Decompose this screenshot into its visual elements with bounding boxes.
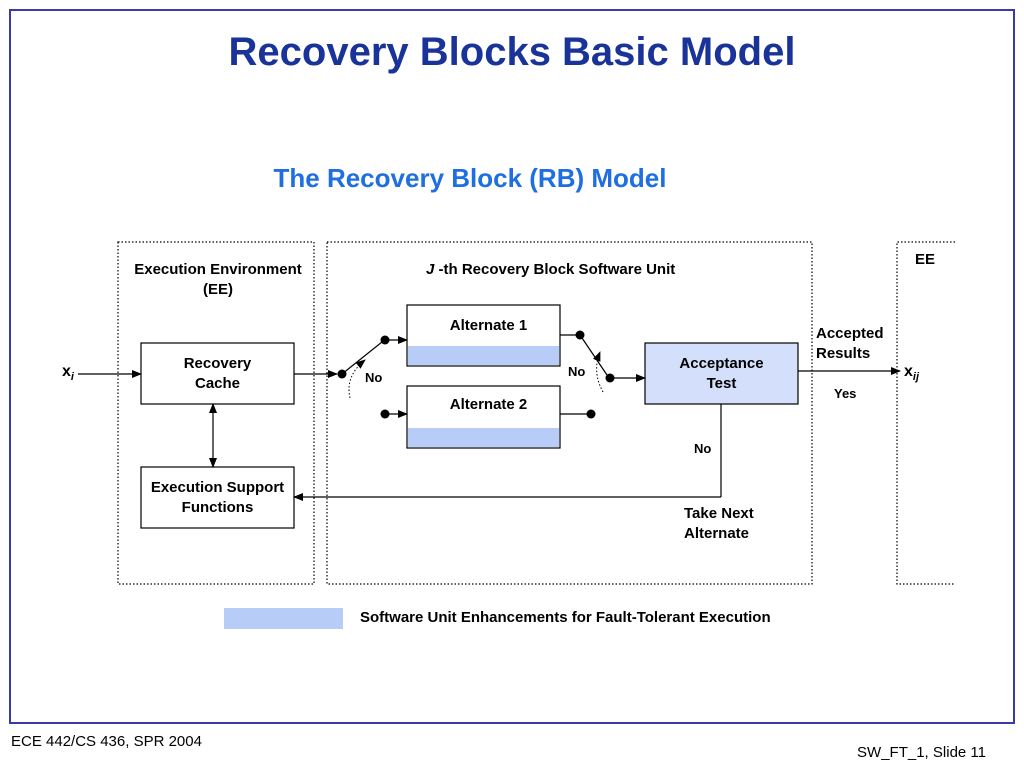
input-sub: i [70, 371, 74, 384]
footer-right: SW_FT_1, Slide 11 [857, 744, 986, 761]
recovery-cache-line2: Cache [194, 375, 241, 392]
no-down-label: No [694, 441, 712, 456]
ee-left-region [117, 241, 315, 585]
recovery-cache-line1: Recovery [183, 355, 252, 372]
footer-left: ECE 442/CS 436, SPR 2004 [11, 733, 202, 750]
recovery-cache-label: Recovery Cache [141, 354, 294, 394]
rb-unit-region [326, 241, 813, 585]
acceptance-line2: Test [706, 375, 737, 392]
ee-label: Execution Environment (EE) [118, 260, 318, 300]
legend-text: Software Unit Enhancements for Fault-Tol… [360, 609, 771, 626]
accepted-line1: Accepted [816, 325, 884, 342]
slide-frame [9, 9, 1015, 724]
switch-in-blade [341, 341, 383, 375]
alternate2-label: Alternate 2 [449, 396, 528, 413]
input-var: x [62, 363, 71, 380]
accepted-line2: Results [816, 345, 871, 362]
exec-support-line1: Execution Support [150, 479, 285, 496]
accepted-results-label: Accepted Results [816, 324, 884, 364]
acceptance-line1: Acceptance [679, 355, 764, 372]
alternate1-label: Alternate 1 [449, 317, 528, 334]
alternate1-enhancement [408, 346, 559, 365]
yes-label: Yes [834, 386, 857, 401]
ee-label-line1: Execution Environment [134, 261, 302, 278]
rb-unit-prefix: J [426, 261, 435, 278]
ee-right-label: EE [915, 251, 936, 268]
output-variable: xij [904, 362, 919, 387]
output-sub: ij [912, 371, 920, 384]
ee-right-region [896, 241, 955, 585]
exec-support-label: Execution Support Functions [141, 478, 294, 518]
ee-label-line2: (EE) [203, 281, 233, 298]
acceptance-test-label: Acceptance Test [645, 354, 798, 394]
rb-unit-label: J -th Recovery Block Software Unit [426, 260, 675, 280]
exec-support-box [140, 466, 295, 529]
alt2-in-node [380, 409, 390, 419]
legend-swatch [224, 608, 343, 629]
input-variable: xi [62, 362, 74, 387]
alt2-out-node [586, 409, 596, 419]
diagram-subtitle: The Recovery Block (RB) Model [273, 163, 667, 193]
exec-support-line2: Functions [181, 499, 254, 516]
take-next-line1: Take Next [684, 505, 754, 522]
switch-out-curve [592, 351, 604, 393]
take-next-label: Take Next Alternate [684, 504, 754, 544]
no-right-label: No [568, 364, 586, 379]
slide-title: Recovery Blocks Basic Model [228, 30, 796, 74]
take-next-line2: Alternate [684, 525, 750, 542]
alt1-in-node [380, 335, 390, 345]
switch-out-node [605, 373, 615, 383]
rb-unit-label-text: -th Recovery Block Software Unit [438, 261, 676, 278]
alternate2-enhancement [408, 428, 559, 447]
switch-in-curve [348, 359, 366, 399]
no-left-label: No [365, 370, 383, 385]
output-var: x [904, 363, 913, 380]
acceptance-test-box [644, 342, 799, 405]
